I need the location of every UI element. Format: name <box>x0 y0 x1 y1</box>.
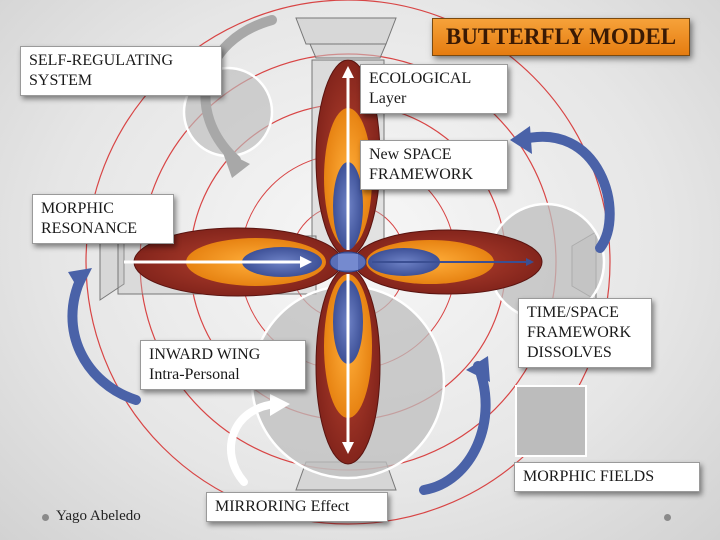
label-new-space: New SPACE FRAMEWORK <box>360 140 508 190</box>
label-new-space-line2: FRAMEWORK <box>369 166 474 183</box>
blue-arrow-right <box>515 131 615 253</box>
label-inward-wing-line2: Intra-Personal <box>149 366 240 383</box>
axis-arrows <box>124 66 534 454</box>
blue-arrow-bottom <box>419 361 491 495</box>
blue-arrow-right-head <box>510 126 532 154</box>
curved-arrows <box>67 15 615 495</box>
label-self-regulating-line2: SYSTEM <box>29 72 93 89</box>
label-ecological-line2: Layer <box>369 90 407 107</box>
center-body <box>329 251 367 273</box>
label-ecological: ECOLOGICAL Layer <box>360 64 508 114</box>
label-mirroring: MIRRORING Effect <box>206 492 388 522</box>
label-morphic-resonance: MORPHIC RESONANCE <box>32 194 174 244</box>
author-name: Yago Abeledo <box>56 508 141 524</box>
gray-arrow-bottom-head <box>270 394 290 416</box>
blue-arrow-bottom-head <box>466 356 490 382</box>
label-morphic-resonance-line1: MORPHIC <box>41 200 114 217</box>
bullet-dot-right <box>664 514 671 521</box>
label-self-regulating-line1: SELF-REGULATING <box>29 52 173 69</box>
label-new-space-line1: New SPACE <box>369 146 452 163</box>
label-morphic-fields-text: MORPHIC FIELDS <box>523 468 655 485</box>
center-core <box>338 254 358 270</box>
label-time-space-line1: TIME/SPACE <box>527 304 619 321</box>
morphic-fields-swatch <box>515 385 587 457</box>
label-inward-wing-line1: INWARD WING <box>149 346 261 363</box>
label-ecological-line1: ECOLOGICAL <box>369 70 472 87</box>
label-mirroring-text: MIRRORING Effect <box>215 498 350 515</box>
blue-arrow-left-head <box>68 268 92 292</box>
label-time-space-line2: FRAMEWORK <box>527 324 632 341</box>
frame-top-inner <box>309 43 387 59</box>
ring-outer <box>85 0 611 525</box>
label-morphic-fields: MORPHIC FIELDS <box>514 462 700 492</box>
label-time-space-line3: DISSOLVES <box>527 344 612 361</box>
label-self-regulating: SELF-REGULATING SYSTEM <box>20 46 222 96</box>
label-morphic-resonance-line2: RESONANCE <box>41 220 138 237</box>
blue-arrow-left <box>67 271 141 405</box>
title-box: BUTTERFLY MODEL <box>432 18 690 56</box>
wing-left <box>133 227 343 297</box>
gray-arrow-top-head <box>222 150 250 178</box>
bullet-dot-left <box>42 514 49 521</box>
label-time-space: TIME/SPACE FRAMEWORK DISSOLVES <box>518 298 652 368</box>
gray-arrow-bottom <box>226 400 280 486</box>
label-inward-wing: INWARD WING Intra-Personal <box>140 340 306 390</box>
frame-top <box>295 17 397 45</box>
